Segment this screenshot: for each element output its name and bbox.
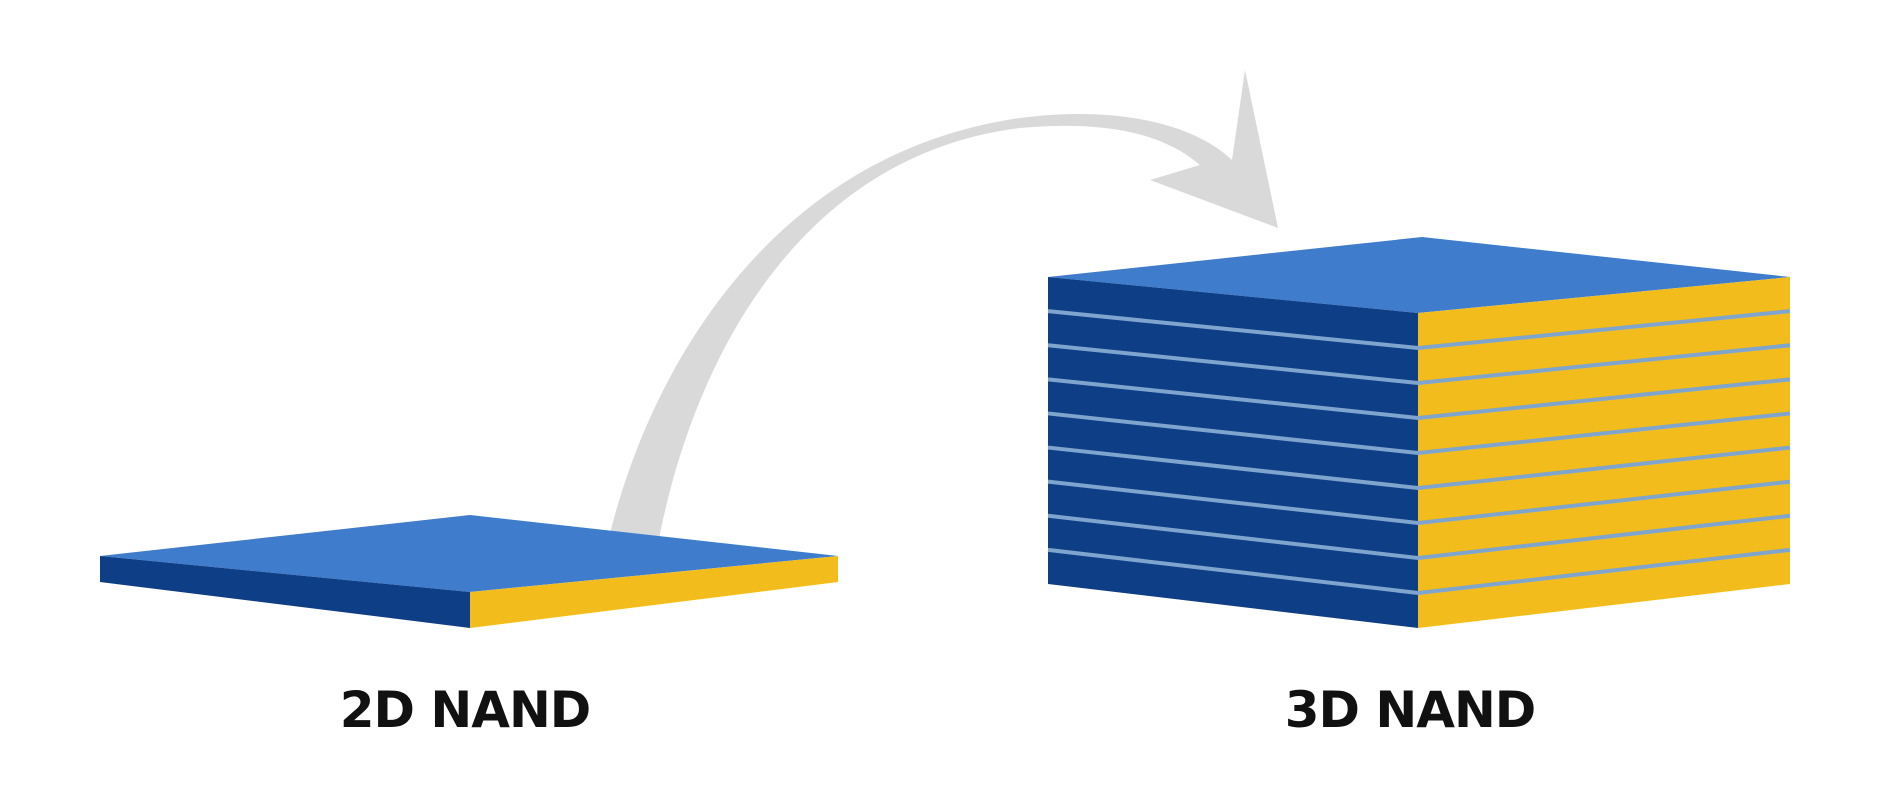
transition-arrow bbox=[605, 70, 1278, 555]
stack-3d bbox=[1047, 237, 1791, 628]
stack-3d-right-face bbox=[1418, 277, 1790, 628]
layer-separator bbox=[1047, 445, 1791, 491]
layer-separator bbox=[1047, 411, 1791, 456]
label-3d-nand: 3D NAND bbox=[1284, 681, 1537, 739]
layer-separator bbox=[1047, 309, 1791, 351]
layer-separator bbox=[1047, 343, 1791, 386]
label-2d-nand: 2D NAND bbox=[339, 681, 592, 739]
layer-separator bbox=[1047, 479, 1791, 526]
layer-separator bbox=[1047, 377, 1791, 421]
stack-3d-left-face bbox=[1048, 277, 1418, 628]
slab-2d-left-face bbox=[100, 556, 470, 628]
layer-separator bbox=[1047, 513, 1791, 561]
slab-2d bbox=[100, 515, 838, 628]
slab-2d-top-face bbox=[100, 515, 838, 592]
stack-3d-top-face bbox=[1048, 237, 1790, 313]
layer-separator bbox=[1047, 547, 1791, 596]
stack-3d-layer-separators bbox=[1047, 309, 1791, 596]
slab-2d-right-face bbox=[470, 556, 838, 628]
